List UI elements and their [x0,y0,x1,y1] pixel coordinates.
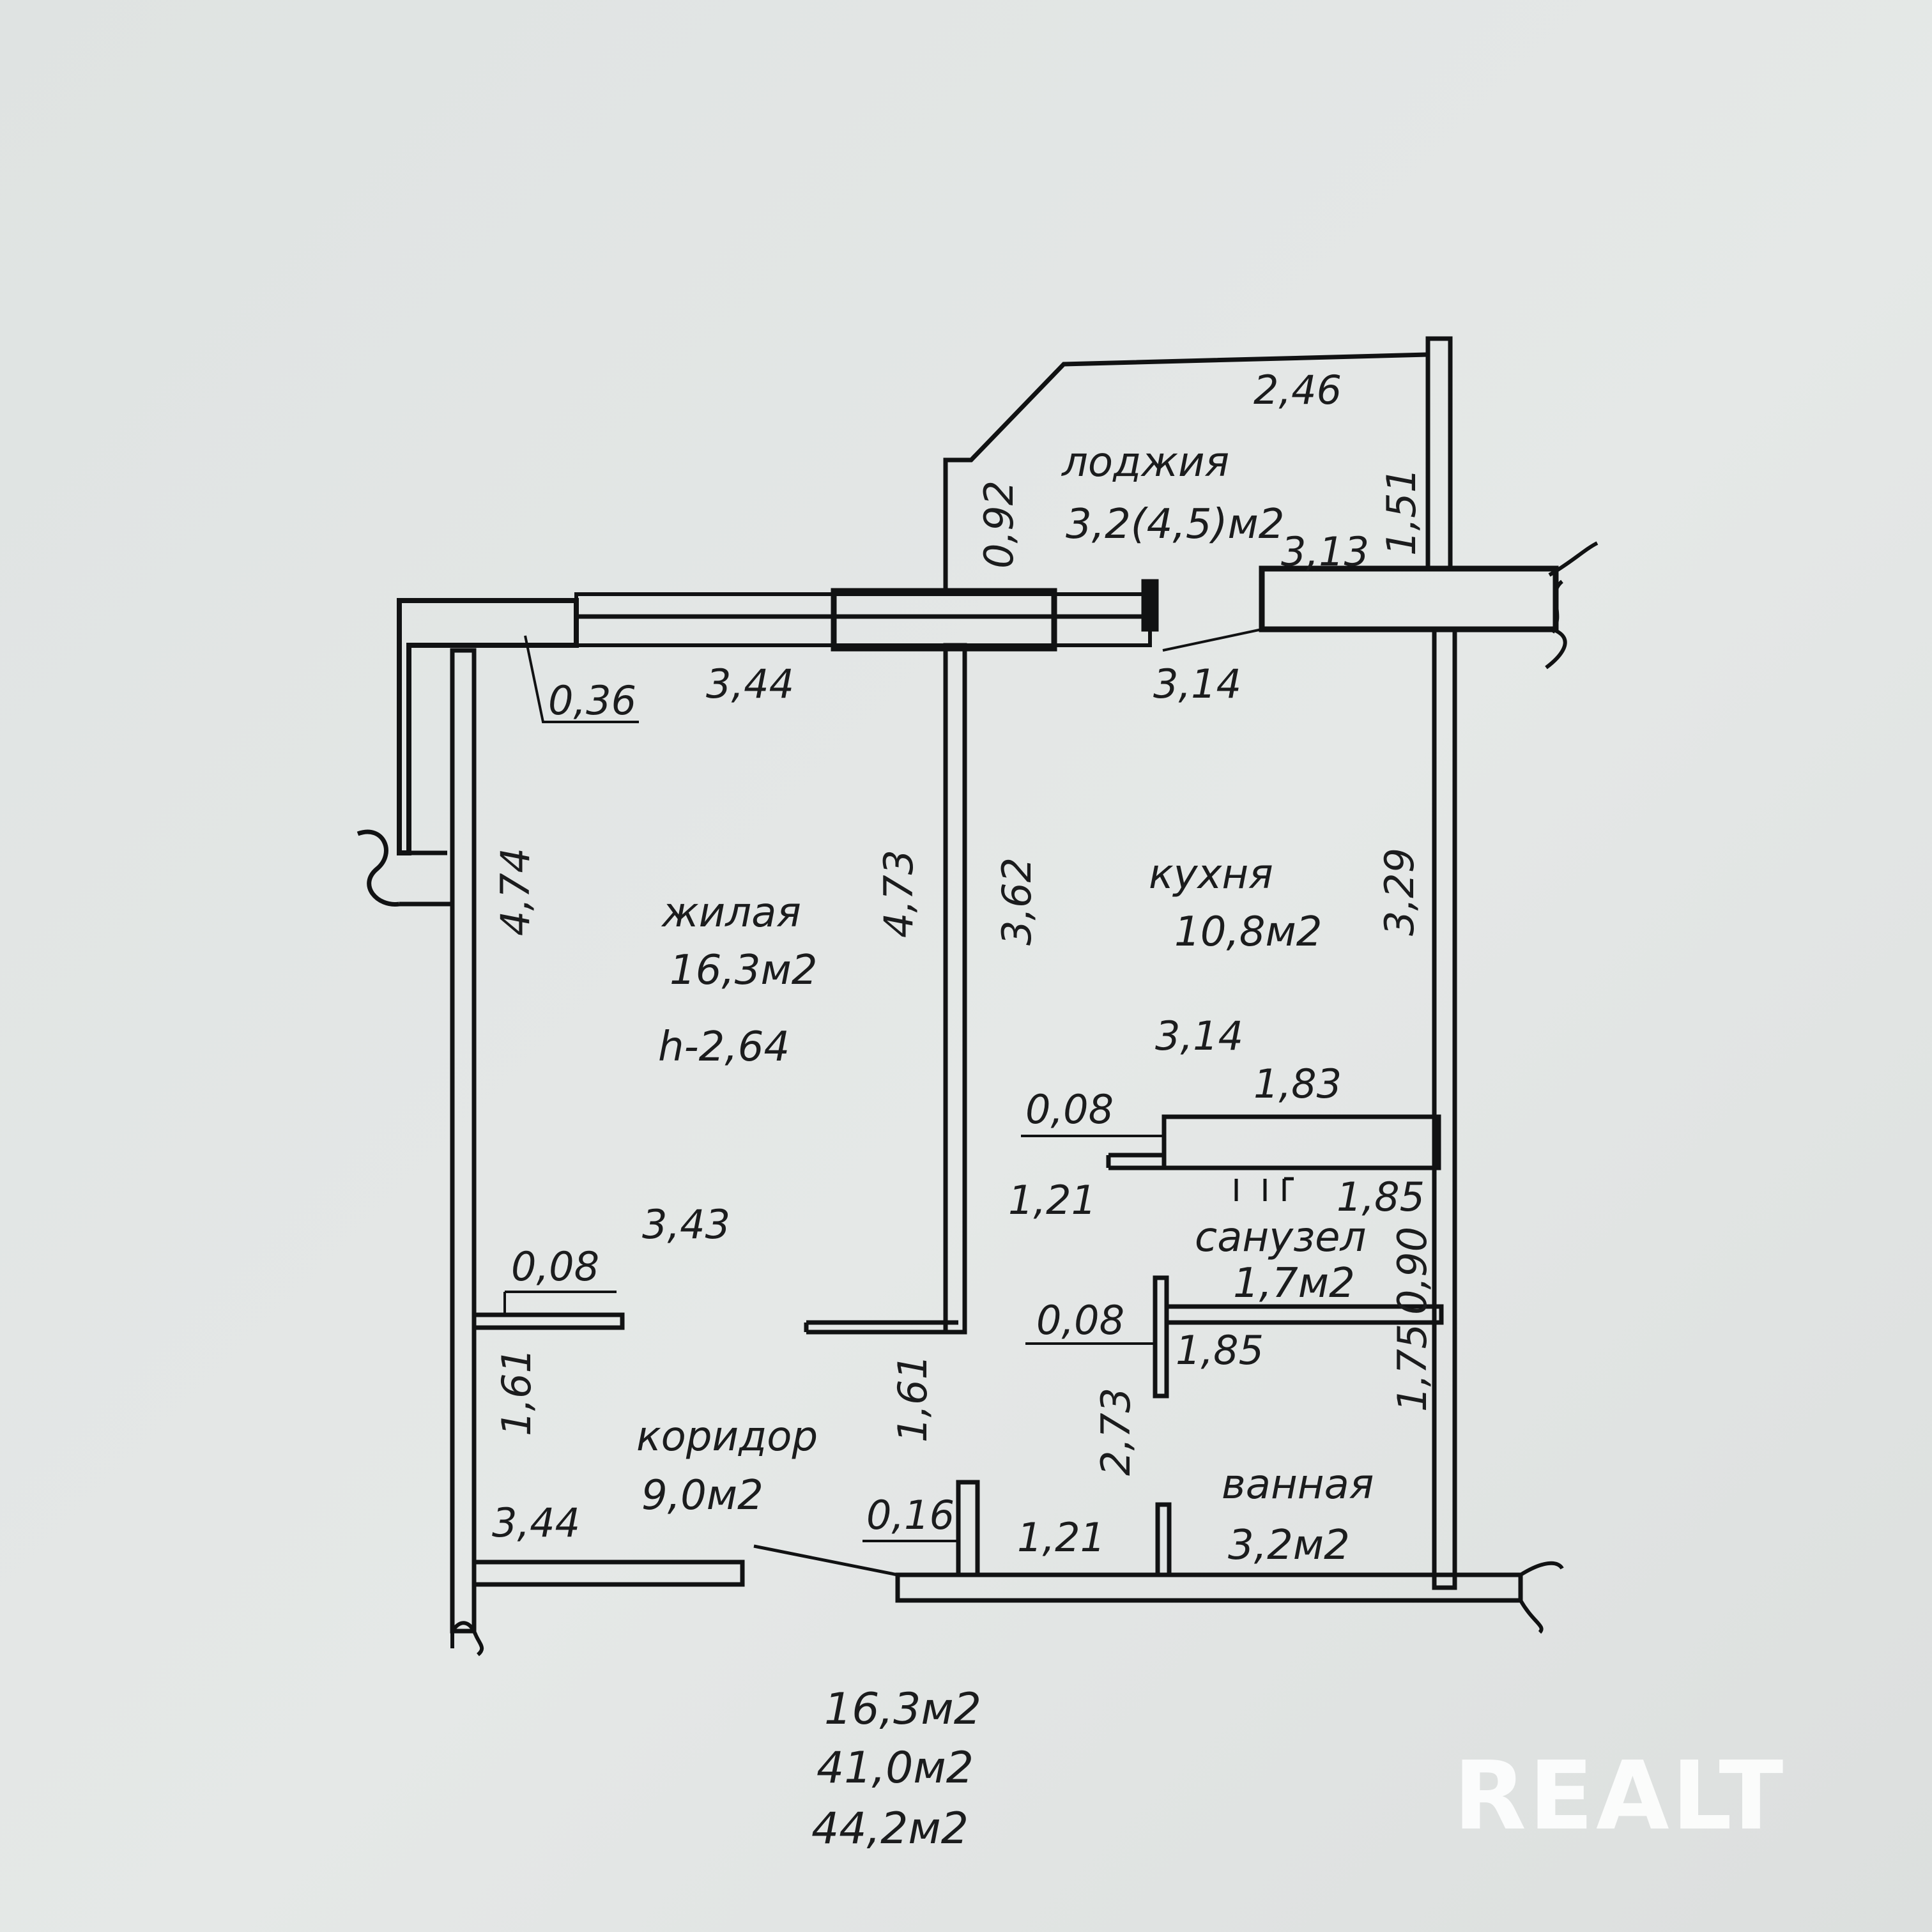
wc-top-wall [1162,1114,1441,1170]
living-area: 16,3м2 [670,947,818,994]
realt-watermark-logo: REALT [1453,1741,1786,1851]
wall-break-bottom-left [450,1621,484,1657]
loggia-right-post [1425,336,1453,571]
window-end [1141,579,1159,632]
living-bottom-wall [471,1312,625,1330]
dimension-labels: 2,46 3,13 0,36 3,44 3,14 3,14 1,83 0,08 … [492,367,1425,1561]
kitchen-name: кухня [1149,851,1273,898]
kitchen-right-wall [1432,627,1457,1590]
loggia-area: 3,2(4,5)м2 [1066,501,1285,548]
dim-wc-wall-bottom: 0,08 [1036,1297,1124,1344]
corridor-bottom-wall-right [895,1572,1523,1603]
dim-loggia-top: 2,46 [1254,367,1342,413]
total-area-with-loggia: 44,2м2 [811,1804,969,1854]
living-left-wall [450,648,477,1634]
dim-loggia-width: 3,13 [1281,528,1369,575]
dim-living-top: 3,44 [706,661,794,707]
kitchen-area: 10,8м2 [1174,908,1322,956]
dim-wc-right-top: 1,85 [1337,1174,1425,1220]
dim-living-left: 4,74 [492,848,539,936]
wall-break-right-top [1545,541,1598,670]
dim-corridor-bottom: 3,44 [492,1499,580,1546]
corridor-area: 9,0м2 [641,1472,763,1519]
corridor-bottom-wall-left [471,1560,745,1587]
dim-bath-bottom: 1,21 [1017,1514,1105,1561]
dim-wc-bottom: 1,85 [1176,1327,1264,1374]
dim-wall-036: 0,36 [548,677,636,724]
dim-kitchen-top: 3,14 [1153,661,1241,707]
dim-corridor-mid: 1,61 [889,1354,936,1443]
wall-break-left [356,829,400,907]
living-name: жилая [661,889,801,937]
dim-kitchen-right: 3,29 [1376,848,1423,936]
dim-kitchen-left: 3,62 [993,857,1040,946]
corridor-name: коридор [636,1413,818,1460]
wall-break-right-bottom [1519,1561,1564,1634]
dim-bath-right: 1,75 [1389,1324,1436,1412]
bath-door-post-right [1155,1502,1172,1577]
area-totals: 16,3м2 41,0м2 44,2м2 [811,1684,981,1854]
vertical-dimension-labels: 0,92 1,51 4,74 4,73 3,62 3,29 0,90 1,61 … [492,468,1436,1476]
dim-wc-height: 0,90 [1389,1227,1436,1315]
dim-living-bottom: 3,43 [642,1201,730,1248]
dim-wc-left: 1,21 [1008,1177,1096,1223]
dim-wc-top: 1,83 [1254,1061,1342,1107]
total-living-area: 16,3м2 [824,1684,981,1735]
dim-living-wall: 0,08 [511,1243,599,1290]
dim-living-right: 4,73 [875,850,922,938]
living-height: h-2,64 [658,1023,790,1071]
bath-name: ванная [1222,1461,1374,1508]
dim-corridor-right: 2,73 [1092,1388,1139,1476]
room-labels: лоджия 3,2(4,5)м2 жилая 16,3м2 h-2,64 ку… [636,439,1374,1569]
bath-door-post-left [956,1480,980,1577]
dim-corridor-left: 1,61 [493,1348,540,1436]
dim-loggia-left: 0,92 [976,480,1022,569]
bath-area: 3,2м2 [1228,1522,1350,1569]
wc-bath-wall [1153,1275,1169,1399]
walls [356,336,1598,1657]
total-general-area: 41,0м2 [816,1743,974,1793]
wc-area: 1,7м2 [1233,1260,1355,1307]
dim-wc-wall-top: 0,08 [1025,1086,1114,1133]
dim-wall-016: 0,16 [866,1492,954,1538]
wc-name: санузел [1195,1214,1366,1261]
loggia-name: лоджия [1061,439,1229,486]
dim-kitchen-bottom: 3,14 [1155,1013,1243,1059]
dim-loggia-right: 1,51 [1378,468,1425,556]
